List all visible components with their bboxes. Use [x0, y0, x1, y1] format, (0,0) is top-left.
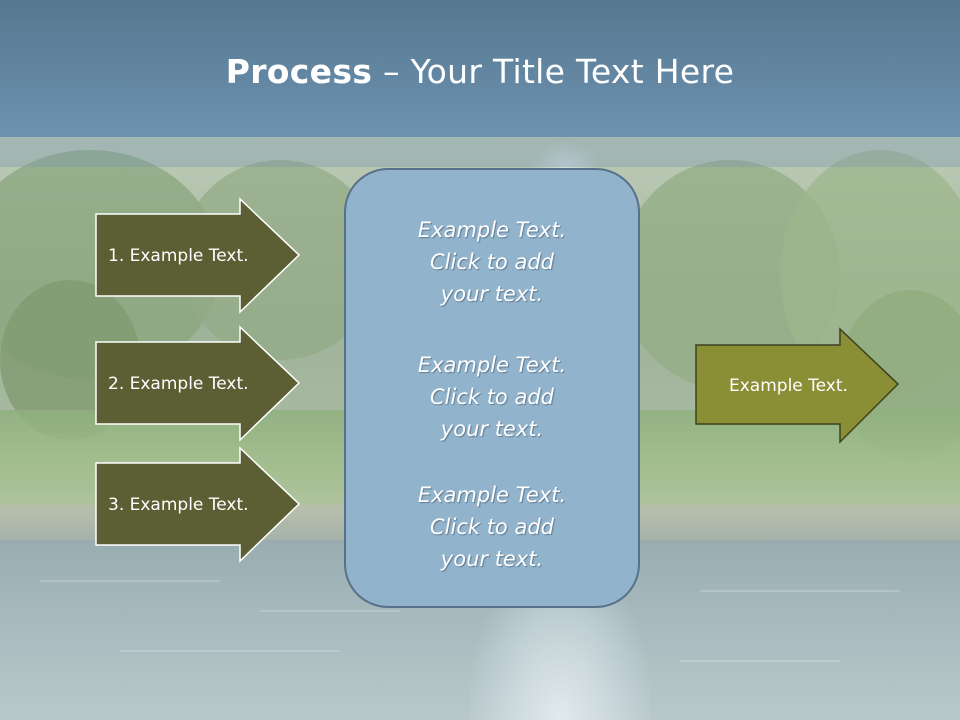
panel-block-2-line-1: Example Text. — [417, 353, 567, 377]
panel-block-3-line-1: Example Text. — [417, 483, 567, 507]
step-arrow-2-shape — [95, 325, 301, 442]
panel-block-3[interactable]: Example Text. Click to add your text. — [346, 479, 638, 575]
step-arrow-3-shape — [95, 446, 301, 563]
step-arrow-3[interactable]: 3. Example Text. — [95, 446, 301, 563]
result-arrow-shape — [695, 327, 900, 444]
step-arrow-1[interactable]: 1. Example Text. — [95, 197, 301, 314]
title-rest: – Your Title Text Here — [372, 52, 735, 91]
step-arrow-2[interactable]: 2. Example Text. — [95, 325, 301, 442]
step-arrow-1-shape — [95, 197, 301, 314]
title-bar — [0, 0, 960, 137]
result-arrow-label: Example Text. — [729, 375, 848, 396]
title-bold: Process — [225, 52, 373, 91]
center-panel[interactable]: Example Text. Click to add your text. Ex… — [344, 168, 640, 608]
result-arrow[interactable]: Example Text. — [695, 327, 900, 444]
panel-block-1-line-3: your text. — [440, 282, 544, 306]
panel-block-2-line-2: Click to add — [429, 385, 554, 409]
step-arrow-1-label: 1. Example Text. — [108, 245, 249, 266]
title-band — [0, 137, 960, 167]
panel-block-1-line-2: Click to add — [429, 250, 554, 274]
panel-block-3-line-2: Click to add — [429, 515, 554, 539]
panel-block-2-line-3: your text. — [440, 417, 544, 441]
panel-block-3-line-3: your text. — [440, 547, 544, 571]
step-arrow-3-label: 3. Example Text. — [108, 494, 249, 515]
step-arrow-2-label: 2. Example Text. — [108, 373, 249, 394]
panel-block-1-line-1: Example Text. — [417, 218, 567, 242]
panel-block-1[interactable]: Example Text. Click to add your text. — [346, 214, 638, 310]
slide-title[interactable]: Process – Your Title Text Here — [0, 52, 960, 91]
panel-block-2[interactable]: Example Text. Click to add your text. — [346, 349, 638, 445]
